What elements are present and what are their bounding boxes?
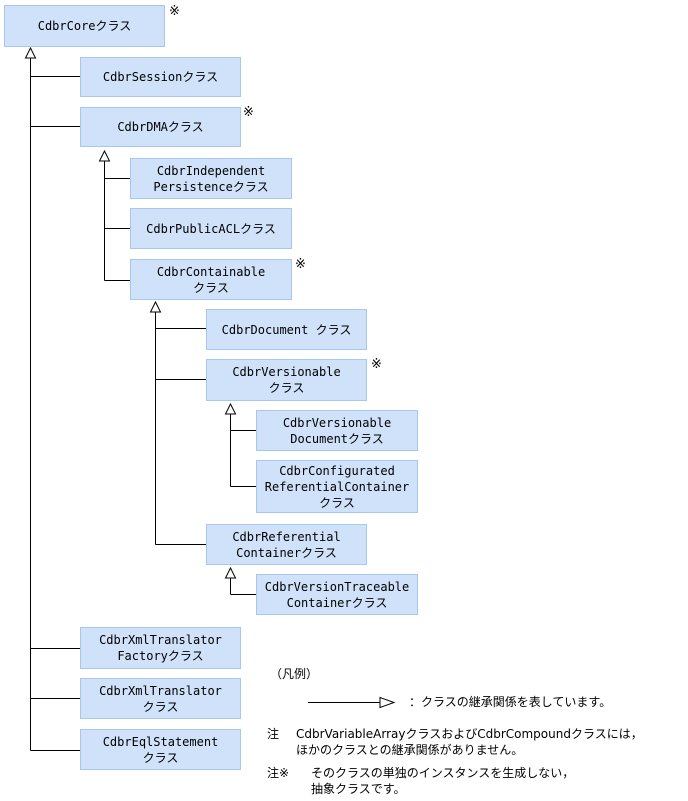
class-cdbr-session: CdbrSessionクラス: [80, 57, 241, 97]
class-cdbr-document: CdbrDocument クラス: [206, 309, 367, 350]
class-label-line: CdbrDocument クラス: [221, 322, 352, 337]
legend-arrow-text: ：クラスの継承関係を表しています。: [409, 695, 612, 709]
class-label-line: CdbrPublicACLクラス: [146, 221, 276, 236]
abstract-mark-containable: ※: [295, 257, 306, 272]
class-label-line: CdbrVersionable: [232, 365, 341, 379]
class-label-line: CdbrVersionable: [282, 415, 392, 430]
abstract-mark-core: ※: [169, 4, 180, 19]
class-label-line: Containerクラス: [236, 545, 337, 560]
class-label-line: CdbrVersionTraceable: [264, 579, 410, 594]
class-label-line: クラス: [193, 280, 229, 295]
class-label-line: Factoryクラス: [117, 649, 204, 663]
class-label-line: クラス: [142, 699, 179, 714]
class-label-line: ReferentialContainer: [264, 479, 410, 494]
class-label-line: CdbrCoreクラス: [37, 19, 132, 33]
class-label-line: CdbrIndependent: [156, 163, 266, 178]
class-label-line: クラス: [268, 381, 305, 395]
class-cdbr-core: CdbrCoreクラス: [4, 5, 165, 47]
class-label-line: Documentクラス: [290, 431, 384, 446]
class-label-line: CdbrXmlTranslator: [99, 683, 222, 698]
class-label-line: CdbrReferential: [232, 529, 341, 544]
class-label-line: クラス: [142, 750, 179, 765]
class-cdbr-dma: CdbrDMAクラス: [80, 107, 241, 147]
note-1-label: 注: [267, 727, 280, 741]
class-label-line: クラス: [319, 495, 355, 510]
class-label-line: CdbrSessionクラス: [102, 70, 219, 84]
class-label-line: CdbrContainable: [156, 264, 266, 279]
legend-title: （凡例）: [270, 667, 319, 681]
abstract-mark-versionable: ※: [371, 357, 382, 372]
note-1-line-1: CdbrVariableArrayクラスおよびCdbrCompoundクラスには…: [296, 727, 643, 741]
class-label-line: CdbrEqlStatement: [102, 734, 219, 749]
abstract-mark-dma: ※: [243, 105, 254, 120]
class-label-line: Persistenceクラス: [153, 179, 269, 194]
class-label-line: CdbrDMAクラス: [117, 120, 204, 134]
class-label-line: CdbrConfigurated: [279, 463, 395, 478]
class-cdbr-versionable: CdbrVersionable クラス: [206, 359, 367, 401]
class-label-line: Containerクラス: [286, 595, 388, 610]
note-2-line-1: そのクラスの単独のインスタンスを生成しない，: [311, 766, 575, 780]
class-label-line: CdbrXmlTranslator: [99, 633, 222, 647]
note-1-line-2: ほかのクラスとの継承関係がありません。: [296, 743, 524, 757]
note-2-line-2: 抽象クラスです。: [311, 782, 406, 796]
note-2-label: 注※: [267, 766, 290, 780]
class-cdbr-public-acl: CdbrPublicACLクラス: [130, 208, 292, 249]
